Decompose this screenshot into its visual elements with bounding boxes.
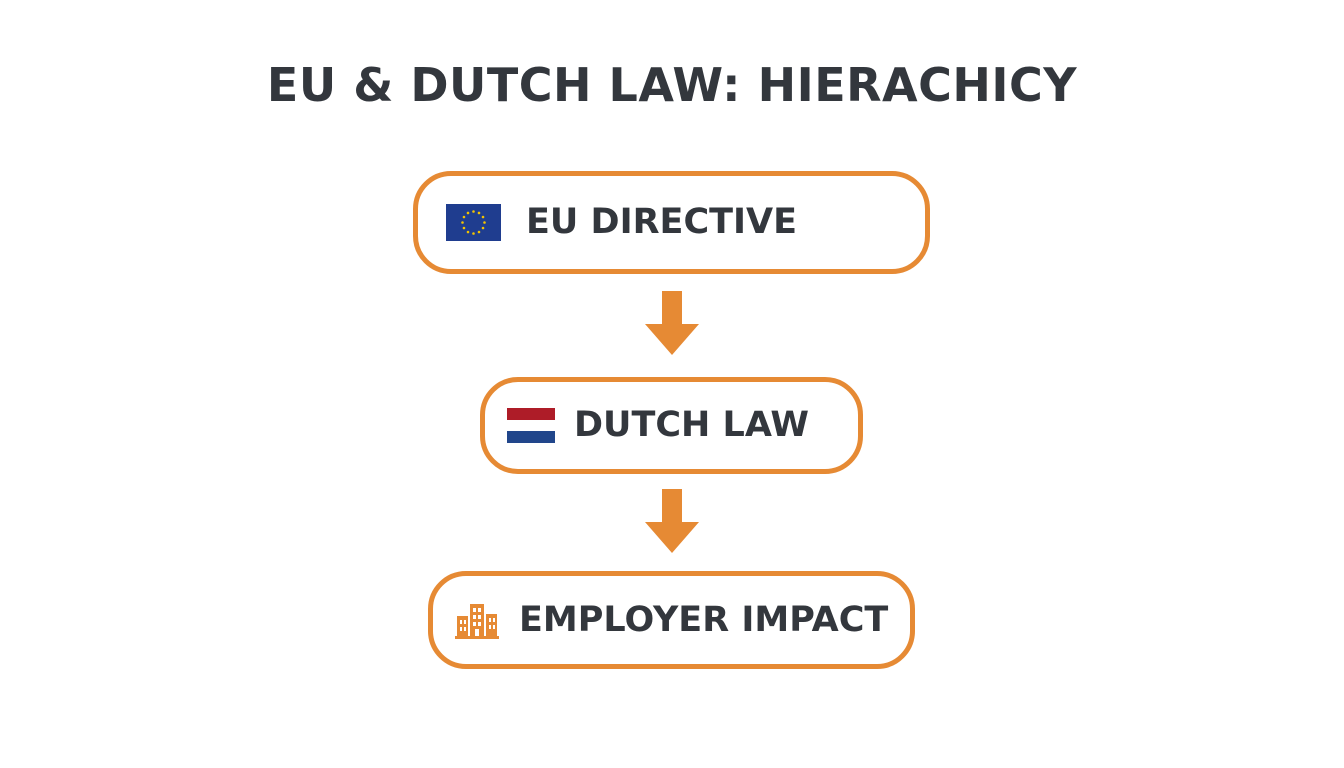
eu-star-icon: [461, 221, 464, 224]
eu-star-icon: [477, 230, 481, 234]
eu-star-icon: [462, 226, 466, 230]
eu-star-icon: [477, 211, 481, 215]
dutch-law-box: DUTCH LAW: [480, 377, 863, 474]
eu-star-icon: [466, 230, 470, 234]
eu-star-icon: [483, 221, 486, 224]
down-arrow-icon: [645, 489, 699, 553]
eu-star-icon: [462, 215, 466, 219]
eu-flag-icon: [446, 204, 501, 241]
eu-directive-label: EU DIRECTIVE: [526, 202, 798, 242]
office-building-icon: [455, 600, 499, 640]
eu-star-icon: [472, 232, 475, 235]
eu-star-icon: [472, 210, 475, 213]
employer-impact-box: EMPLOYER IMPACT: [428, 571, 915, 669]
netherlands-flag-icon: [507, 408, 555, 443]
eu-star-icon: [481, 226, 485, 230]
eu-star-icon: [466, 211, 470, 215]
page-title: EU & DUTCH LAW: HIERACHICY: [266, 58, 1078, 112]
employer-impact-label: EMPLOYER IMPACT: [519, 599, 889, 640]
down-arrow-icon: [645, 291, 699, 355]
eu-star-icon: [481, 215, 485, 219]
dutch-law-label: DUTCH LAW: [574, 405, 809, 445]
eu-directive-box: EU DIRECTIVE: [413, 171, 930, 274]
